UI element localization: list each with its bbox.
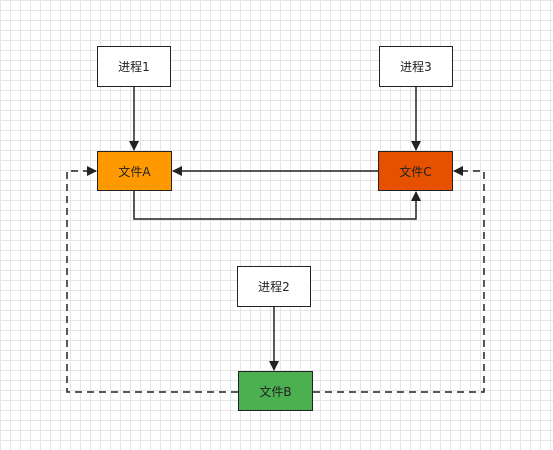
fileB-node[interactable]: 文件B — [238, 371, 313, 411]
edge-fileB-to-fileA-dashed — [66, 166, 238, 393]
fileA-node[interactable]: 文件A — [97, 151, 172, 191]
process3-node[interactable]: 进程3 — [379, 46, 453, 87]
process2-node[interactable]: 进程2 — [237, 266, 311, 307]
edge-fileB-to-fileC-dashed — [313, 166, 485, 393]
process1-node[interactable]: 进程1 — [97, 46, 171, 87]
edge-fileA-to-fileC — [133, 191, 421, 220]
fileC-node[interactable]: 文件C — [378, 151, 453, 191]
